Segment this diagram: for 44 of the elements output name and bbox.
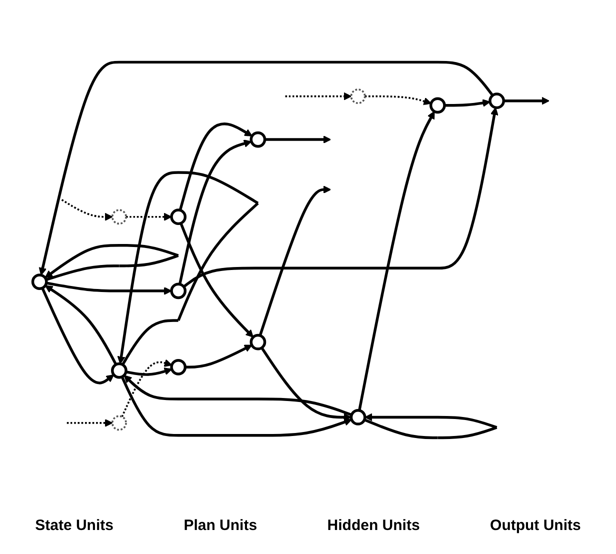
node-circle	[111, 209, 127, 225]
arrow	[66, 418, 113, 427]
node-circle	[111, 415, 127, 431]
arrow	[61, 199, 113, 221]
arrow	[264, 136, 332, 144]
arrow	[180, 222, 254, 338]
arrow	[41, 287, 114, 384]
arrow	[260, 347, 352, 422]
arrow	[258, 186, 332, 336]
node-circle	[488, 92, 505, 110]
arrow	[46, 282, 172, 295]
arrow	[126, 367, 172, 376]
arrow	[120, 376, 352, 437]
node-circle	[170, 208, 187, 226]
group-label: Plan Units	[184, 516, 258, 534]
node-circle	[250, 131, 266, 148]
group-label: Output Units	[490, 516, 581, 534]
arrow	[38, 60, 494, 276]
arrow	[178, 140, 252, 285]
arrow	[285, 92, 352, 100]
arrow	[178, 122, 252, 211]
arrow	[444, 99, 490, 107]
arrow	[364, 413, 498, 440]
arrow	[504, 96, 550, 105]
node-circle	[170, 358, 187, 376]
arrow	[44, 244, 179, 282]
node-circle	[170, 282, 187, 300]
node-circle	[350, 88, 366, 104]
arrow	[44, 285, 118, 366]
node-circle	[31, 274, 48, 290]
arrow	[358, 111, 435, 411]
group-label: Hidden Units	[327, 516, 420, 534]
arrow	[124, 374, 352, 416]
arrow	[117, 171, 259, 366]
group-label: State Units	[35, 516, 114, 534]
node-circle	[350, 409, 366, 426]
arrow	[364, 95, 432, 106]
node-circle	[429, 97, 446, 114]
arrow	[185, 344, 252, 369]
node-circle	[250, 334, 266, 350]
node-circle	[111, 362, 128, 379]
arrow	[121, 359, 172, 418]
arrow	[126, 212, 172, 221]
arrow	[182, 107, 498, 288]
